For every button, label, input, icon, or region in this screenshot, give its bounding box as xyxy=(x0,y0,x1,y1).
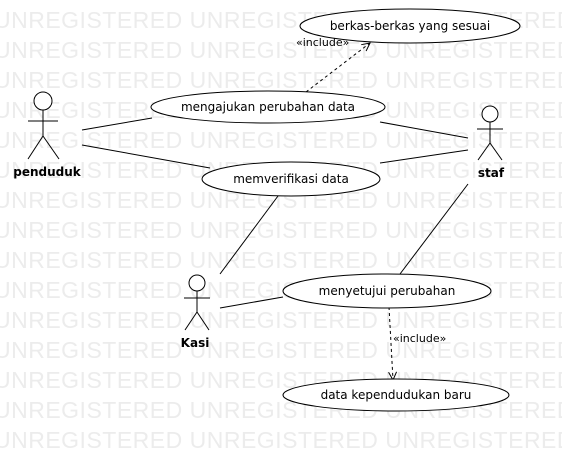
actor-head-icon xyxy=(33,91,53,111)
assoc-memverifikasi-staf[interactable] xyxy=(379,149,469,164)
assoc-staf-menyetujui[interactable] xyxy=(399,183,469,275)
actor-head-icon xyxy=(481,105,499,123)
include-label: «include» xyxy=(393,332,446,345)
assoc-memverifikasi-kasi[interactable] xyxy=(219,195,279,275)
watermark-row: UNREGISTERED UNREGISTERED UNREGISTERED xyxy=(0,247,562,273)
actor-staf[interactable]: staf xyxy=(477,105,505,180)
use-case-menyetujui[interactable]: menyetujui perubahan xyxy=(282,273,492,309)
assoc-kasi-menyetujui[interactable] xyxy=(219,296,284,309)
watermark-row: UNREGISTERED UNREGISTERED UNREGISTERED xyxy=(0,337,562,363)
associations xyxy=(81,117,469,309)
use-case-memverifikasi[interactable]: memverifikasi data xyxy=(201,161,381,197)
include-arrow-mengajukan-berkas[interactable] xyxy=(305,43,370,93)
actor-kasi[interactable]: Kasi xyxy=(181,274,210,350)
actor-label: staf xyxy=(478,166,505,180)
use-case-label: menyetujui perubahan xyxy=(319,284,456,298)
watermark-row: UNREGISTERED UNREGISTERED UNREGISTERED xyxy=(0,217,562,243)
watermark-row: UNREGISTERED UNREGISTERED UNREGISTERED xyxy=(0,67,562,93)
include-dependencies: «include» «include» xyxy=(296,36,446,380)
use-case-label: data kependudukan baru xyxy=(321,388,472,402)
use-case-label: memverifikasi data xyxy=(233,172,349,186)
include-arrow-menyetujui-databaru[interactable] xyxy=(389,306,393,380)
watermark-row: UNREGISTERED UNREGISTERED UNREGISTERED xyxy=(0,127,562,153)
assoc-mengajukan-staf[interactable] xyxy=(379,121,469,139)
assoc-penduduk-mengajukan[interactable] xyxy=(81,117,153,131)
use-case-data-baru[interactable]: data kependudukan baru xyxy=(282,378,510,412)
watermark-row: UNREGISTERED UNREGISTERED UNREGISTERED xyxy=(0,427,562,452)
watermark-row: UNREGISTERED UNREGISTERED UNREGISTERED xyxy=(0,307,562,333)
use-case-mengajukan[interactable]: mengajukan perubahan data xyxy=(150,90,386,124)
assoc-penduduk-memverifikasi[interactable] xyxy=(81,144,211,169)
include-label: «include» xyxy=(296,36,349,49)
use-case-label: mengajukan perubahan data xyxy=(181,100,355,114)
watermark-row: UNREGISTERED UNREGISTERED UNREGISTERED xyxy=(0,37,562,63)
actor-label: Kasi xyxy=(181,336,210,350)
use-case-berkas[interactable]: berkas-berkas yang sesuai xyxy=(299,8,521,44)
actor-penduduk[interactable]: penduduk xyxy=(13,91,82,179)
actor-label: penduduk xyxy=(13,165,82,179)
actor-head-icon xyxy=(188,274,206,292)
use-case-label: berkas-berkas yang sesuai xyxy=(330,19,490,33)
